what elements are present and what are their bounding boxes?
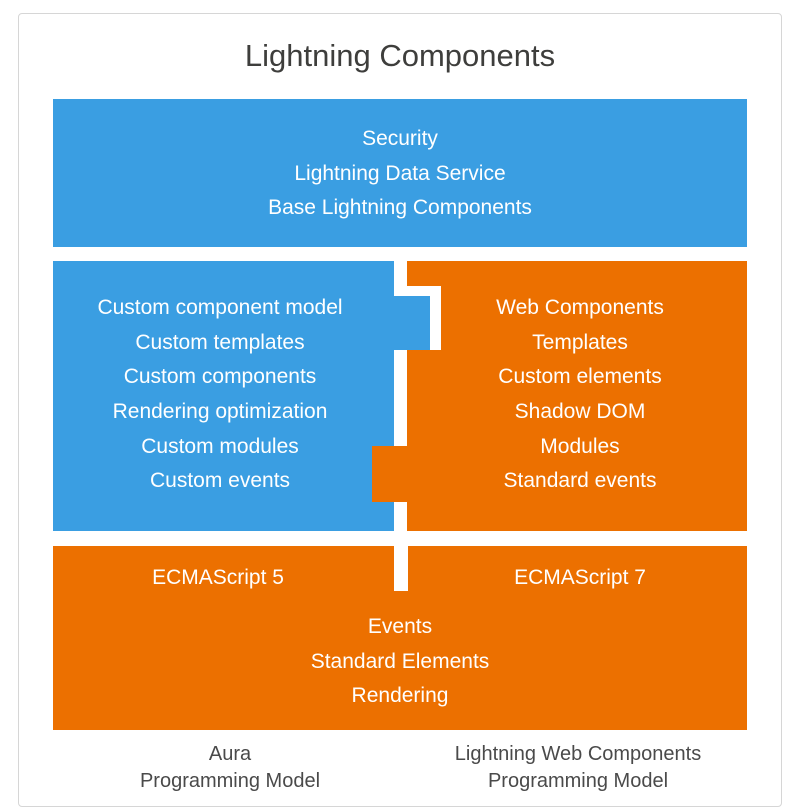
aura-layer-items: Custom component model Custom templates … [53,291,387,499]
language-layer-shape [53,546,747,730]
lwc-item-shadow-dom: Shadow DOM [514,400,646,424]
lwc-item-custom-elements: Custom elements [498,365,662,389]
aura-caption: Aura Programming Model [60,741,400,795]
diagram-title: Lightning Components [244,38,556,73]
aura-language-label: ECMAScript 5 [53,561,383,596]
aura-item-custom-templates: Custom templates [135,330,305,354]
lwc-caption: Lightning Web Components Programming Mod… [405,741,751,795]
aura-item-custom-components: Custom components [123,365,317,389]
lwc-item-standard-events: Standard events [503,469,657,493]
aura-layer-shape [53,261,430,531]
platform-item-security: Security [362,127,438,150]
lwc-layer-items: Web Components Templates Custom elements… [410,291,750,499]
platform-layer [53,99,747,247]
platform-item-lightning-data-service: Lightning Data Service [294,161,506,185]
lwc-item-templates: Templates [532,330,628,354]
aura-item-custom-component-model: Custom component model [97,296,343,319]
lwc-caption-line-2: Programming Model [487,770,669,792]
lwc-item-web-components: Web Components [496,296,664,319]
lwc-item-modules: Modules [540,434,620,458]
lwc-caption-line-1: Lightning Web Components [454,743,702,765]
platform-layer-items: Security Lightning Data Service Base Lig… [53,122,747,226]
language-item-standard-elements: Standard Elements [310,649,490,673]
language-item-events: Events [367,615,433,638]
aura-item-rendering-optimization: Rendering optimization [112,400,328,424]
lwc-language-label: ECMAScript 7 [410,561,750,596]
aura-caption-line-1: Aura [208,743,252,765]
aura-item-custom-events: Custom events [149,469,291,493]
language-layer-items: Events Standard Elements Rendering [53,610,747,714]
ecmascript-5-label: ECMAScript 5 [152,566,284,589]
language-item-rendering: Rendering [351,684,449,708]
platform-item-base-lightning-components: Base Lightning Components [268,196,532,220]
aura-caption-line-2: Programming Model [139,770,321,792]
ecmascript-7-label: ECMAScript 7 [514,566,646,589]
lwc-layer-shape [372,261,747,531]
aura-item-custom-modules: Custom modules [141,434,299,458]
